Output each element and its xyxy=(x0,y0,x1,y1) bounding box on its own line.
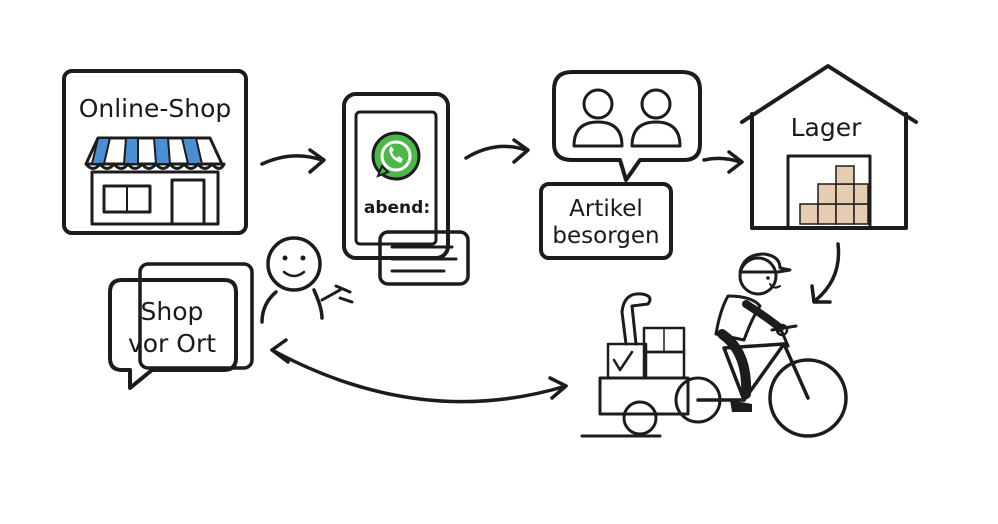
team-label-line2: besorgen xyxy=(552,223,659,249)
local-shop-label-line1: Shop xyxy=(141,297,204,326)
arrowhead xyxy=(270,338,290,364)
local-shop-label-line2: vor Ort xyxy=(128,329,216,358)
cargo-bike-courier-icon xyxy=(580,252,848,438)
arrow-warehouse-to-courier xyxy=(814,242,841,302)
warehouse-node: Lager xyxy=(740,64,918,230)
phone-message-label: abend: xyxy=(364,198,430,218)
arrowhead xyxy=(308,148,326,174)
arrowhead xyxy=(810,284,832,304)
arrowhead xyxy=(727,150,744,174)
storefront-icon xyxy=(84,136,226,226)
message-note-icon xyxy=(378,230,470,286)
arrow-local-shop-courier xyxy=(270,348,568,404)
smiley-person-icon xyxy=(260,236,354,324)
online-shop-label: Online-Shop xyxy=(79,94,232,123)
local-shop-node: Shop vor Ort xyxy=(108,262,254,390)
arrow-team-to-warehouse xyxy=(702,156,742,164)
arrowhead xyxy=(548,376,568,400)
arrow-phone-to-team xyxy=(464,144,528,160)
arrowhead xyxy=(512,138,530,164)
online-shop-node: Online-Shop xyxy=(62,69,248,235)
phone-node: abend: xyxy=(342,92,470,286)
team-label-line1: Artikel xyxy=(569,196,643,222)
team-node: Artikel besorgen xyxy=(539,70,702,260)
whatsapp-icon xyxy=(371,131,421,181)
warehouse-label: Lager xyxy=(791,113,862,142)
arrow-shop-to-phone xyxy=(260,154,324,166)
two-people-icon xyxy=(572,88,682,148)
stacked-boxes-icon xyxy=(799,165,869,225)
